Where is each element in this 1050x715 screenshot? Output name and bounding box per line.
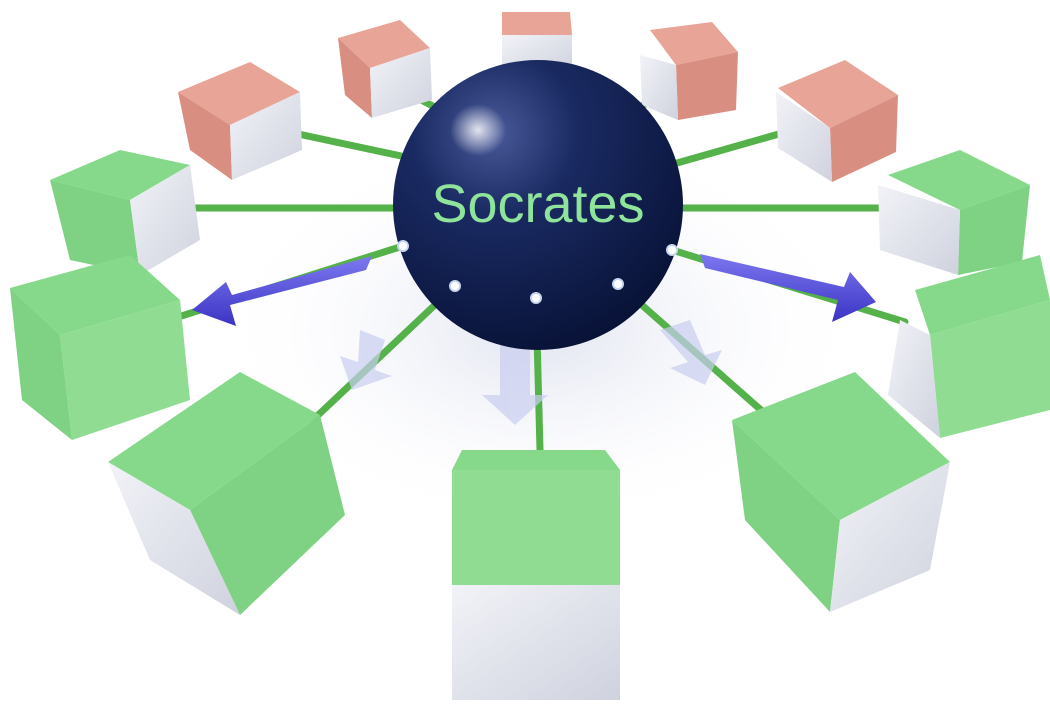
hub-highlight	[450, 104, 506, 156]
node-green-right-mid	[888, 255, 1050, 438]
node-green-left-mid	[10, 255, 190, 440]
hub-sockets	[397, 240, 678, 304]
arrow-right	[700, 254, 876, 322]
floor-arrows	[340, 320, 722, 425]
socket	[612, 278, 624, 290]
node-red-5	[776, 60, 898, 182]
socket	[397, 240, 409, 252]
node-green-front-right	[732, 372, 950, 612]
socket	[530, 292, 542, 304]
hub-label: Socrates	[431, 174, 644, 234]
floor-arrow	[340, 330, 392, 390]
link	[311, 282, 459, 422]
node-green-right-upper	[878, 150, 1030, 275]
floor-arrow	[660, 320, 722, 385]
socket	[666, 244, 678, 256]
node-green-left-upper	[50, 150, 200, 275]
floor-arrow	[482, 320, 548, 425]
hub-node: Socrates	[393, 60, 683, 350]
arrow-left	[192, 256, 372, 326]
node-green-front-center	[452, 450, 620, 700]
socket	[449, 280, 461, 292]
node-red-2	[338, 20, 432, 118]
node-red-4	[640, 22, 738, 120]
node-red-1	[178, 62, 302, 180]
node-green-front-left	[108, 372, 345, 615]
